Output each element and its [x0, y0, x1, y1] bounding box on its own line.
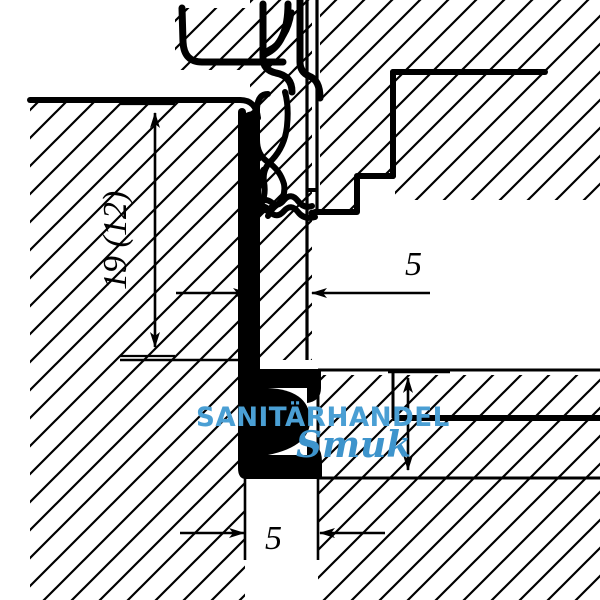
dimension-lower-5: 5	[180, 520, 385, 557]
dimension-upper-5: 5	[176, 246, 430, 298]
gasket-wave-lower	[251, 204, 318, 221]
top-right-bracket	[296, 0, 324, 102]
top-left-hook	[178, 4, 287, 66]
top-center-stem	[259, 0, 296, 96]
top-curved-lip-inner	[265, 9, 295, 53]
profile-chamber-curve	[268, 388, 311, 455]
dimension-lower-5-label: 5	[265, 520, 282, 557]
dimension-19-12-label: 19 (12)	[97, 191, 134, 290]
dimension-19-12: 19 (12)	[97, 102, 175, 358]
pane-foot-dot	[308, 209, 316, 217]
gasket-inner-lip	[259, 89, 291, 205]
dimension-right-vertical	[388, 370, 450, 480]
stepped-profile-right	[312, 173, 396, 215]
frame-top-corner	[237, 97, 261, 121]
gasket-wave-upper	[253, 193, 315, 211]
dimension-upper-5-label: 5	[405, 246, 422, 283]
